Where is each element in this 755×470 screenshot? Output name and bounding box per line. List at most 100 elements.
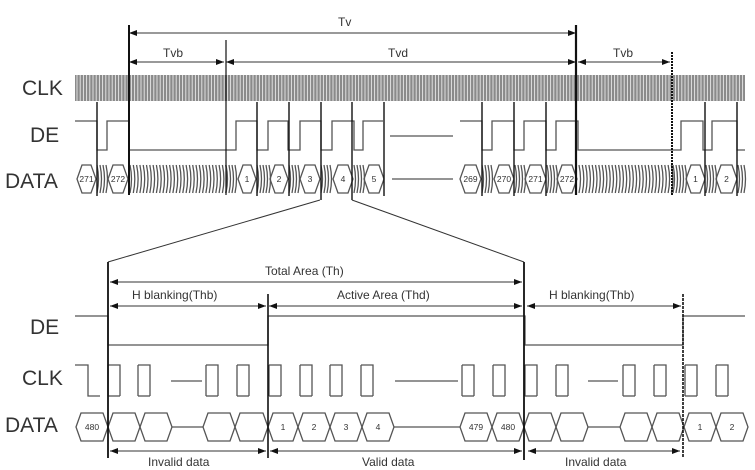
timing-markers-bottom xyxy=(107,262,684,460)
clk-pulse-high xyxy=(623,364,636,396)
data-cell-label: 479 xyxy=(469,422,483,432)
data-cell-2: 2 xyxy=(269,164,289,194)
hatch-stroke xyxy=(624,164,628,194)
clk-pulse-high xyxy=(237,364,250,396)
hatch-stroke xyxy=(159,164,162,194)
hatch-stroke xyxy=(149,164,152,194)
data-cell-label: 2 xyxy=(724,174,729,184)
data-cell-outline xyxy=(715,412,749,442)
interval-label-tvb-right: Tvb xyxy=(613,46,633,60)
hatch-stroke xyxy=(234,164,238,194)
data-cell-outline xyxy=(555,412,589,442)
hatch-stroke xyxy=(487,164,491,194)
hatch-stroke xyxy=(660,164,664,194)
data-transition-hatch xyxy=(96,164,109,194)
hatch-stroke xyxy=(594,164,598,194)
data-cell-2: 2 xyxy=(297,412,331,442)
data-cell-4: 4 xyxy=(361,412,395,442)
data-transition-hatch xyxy=(578,164,674,194)
data-transition-hatch xyxy=(288,164,301,194)
data-transition-hatch xyxy=(737,164,747,194)
signal-label-clk-bottom: CLK xyxy=(22,367,63,390)
hatch-stroke xyxy=(552,164,556,194)
hatch-stroke xyxy=(231,164,235,194)
data-transition-hatch xyxy=(256,164,272,194)
hatch-stroke xyxy=(162,164,166,194)
data-cell-label: 2 xyxy=(312,422,317,432)
data-cell-272: 272 xyxy=(556,164,578,194)
hatch-stroke xyxy=(356,164,360,194)
interval-label-hblank-right: H blanking(Thb) xyxy=(549,288,634,302)
data-transition-hatch xyxy=(546,164,559,194)
hatch-stroke xyxy=(326,164,330,194)
hatch-stroke xyxy=(490,164,494,194)
data-transition-hatch xyxy=(705,164,718,194)
signal-label-data-top: DATA xyxy=(5,170,58,193)
hatch-stroke xyxy=(705,164,709,194)
clk-start xyxy=(75,364,100,397)
hatch-stroke xyxy=(672,164,676,194)
clk-pulse-high xyxy=(556,364,569,396)
data-cell-1-next: 1 xyxy=(685,164,706,194)
data-cell-2-next: 2 xyxy=(715,412,749,442)
hatch-stroke xyxy=(132,164,136,194)
hatch-stroke xyxy=(654,164,658,194)
data-transition-hatch xyxy=(225,164,238,194)
clk-pulse-high xyxy=(493,364,506,396)
data-cell-label: 5 xyxy=(372,174,377,184)
hatch-stroke xyxy=(152,164,156,194)
data-cell-outline xyxy=(107,412,141,442)
interval-label-active-area: Active Area (Thd) xyxy=(337,288,430,302)
hatch-stroke xyxy=(650,164,654,194)
hatch-stroke xyxy=(604,164,608,194)
data-cell-4: 4 xyxy=(332,164,354,194)
hatch-stroke xyxy=(195,164,199,194)
data-transition-hatch xyxy=(481,164,494,194)
data-cell-272: 272 xyxy=(107,164,129,194)
hatch-stroke xyxy=(205,164,209,194)
hatch-stroke xyxy=(578,164,582,194)
data-cell-271: 271 xyxy=(524,164,547,194)
data-cell-label: 3 xyxy=(344,422,349,432)
data-cell-label: 270 xyxy=(497,174,511,184)
data-transition-hatch xyxy=(129,164,228,194)
data-cell-invalid xyxy=(619,412,653,442)
data-cell-1-next: 1 xyxy=(683,412,717,442)
clk-waveform-bottom xyxy=(75,364,729,397)
data-cell-label: 1 xyxy=(693,174,698,184)
data-cell-271: 271 xyxy=(76,164,97,194)
data-cell-label: 272 xyxy=(111,174,125,184)
data-cell-outline xyxy=(651,412,685,442)
data-cell-outline xyxy=(76,164,97,194)
data-transition-hatch xyxy=(672,164,688,194)
data-cell-invalid xyxy=(555,412,589,442)
hatch-stroke xyxy=(201,164,205,194)
hatch-stroke xyxy=(614,164,618,194)
data-cell-1: 1 xyxy=(267,412,299,442)
data-transition-hatch xyxy=(514,164,527,194)
hatch-stroke xyxy=(192,164,195,194)
region-label-invalid-right: Invalid data xyxy=(565,455,627,469)
signal-label-clk-top: CLK xyxy=(22,77,63,100)
hatch-stroke xyxy=(291,164,295,194)
data-cell-label: 4 xyxy=(376,422,381,432)
clk-pulse-high xyxy=(462,364,475,396)
clk-pulse-high xyxy=(108,364,121,396)
hatch-stroke xyxy=(145,164,149,194)
data-cell-outline xyxy=(234,412,269,442)
data-cell-outline xyxy=(332,164,354,194)
signal-label-de-top: DE xyxy=(30,124,59,147)
hatch-stroke xyxy=(708,164,712,194)
hatch-stroke xyxy=(631,164,634,194)
hatch-stroke xyxy=(102,164,106,194)
hatch-stroke xyxy=(678,164,682,194)
data-transition-hatch xyxy=(320,164,333,194)
hatch-stroke xyxy=(584,164,588,194)
signal-label-de-bottom: DE xyxy=(30,316,59,339)
hatch-stroke xyxy=(743,164,747,194)
data-cell-2-next: 2 xyxy=(715,164,738,194)
hatch-stroke xyxy=(737,164,741,194)
